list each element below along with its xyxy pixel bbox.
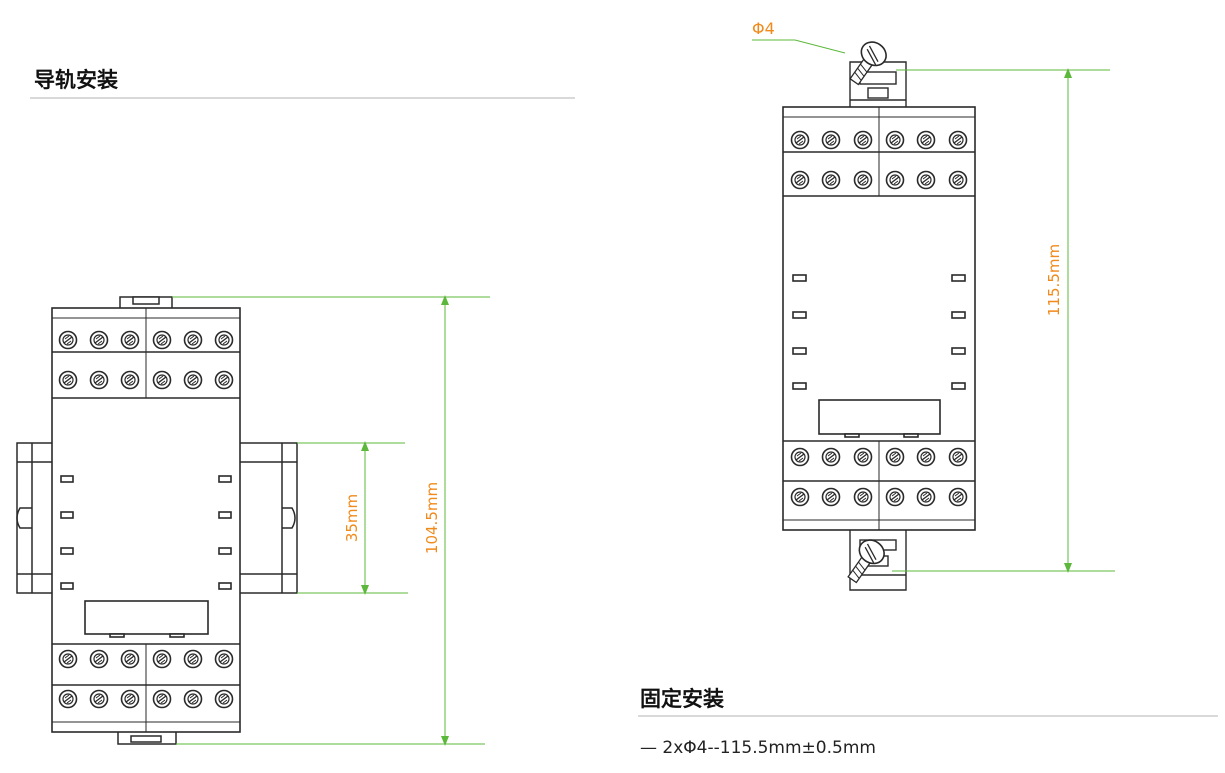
mounting-spec: — 2xΦ4--115.5mm±0.5mm <box>640 738 876 758</box>
bottom-clip <box>117 732 177 745</box>
fixed-module-body <box>782 106 976 531</box>
spec-text: 2xΦ4--115.5mm±0.5mm <box>662 738 876 758</box>
screw-label: Φ4 <box>752 19 775 38</box>
top-clip <box>119 296 173 308</box>
screw-leader <box>752 39 846 54</box>
screw-bottom-icon <box>847 539 885 584</box>
fixed-mount-view: Φ4 115.5mm <box>752 19 1115 591</box>
fixed-height-dimension <box>892 68 1115 573</box>
rail-width-dimension <box>297 441 408 595</box>
rail-mount-divider <box>30 97 575 99</box>
rail-height-label: 104.5mm <box>423 482 441 554</box>
rail-mount-title: 导轨安装 <box>34 68 118 92</box>
spec-dash: — <box>640 738 657 758</box>
module-body <box>51 307 241 733</box>
fixed-mount-divider <box>638 715 1218 717</box>
fixed-height-label: 115.5mm <box>1045 244 1063 316</box>
rail-height-dimension <box>172 295 490 746</box>
rail-mount-view: 35mm 104.5mm <box>16 295 490 746</box>
screw-top-icon <box>849 41 887 86</box>
rail-width-label: 35mm <box>343 494 361 542</box>
fixed-mount-title: 固定安装 <box>640 687 724 711</box>
